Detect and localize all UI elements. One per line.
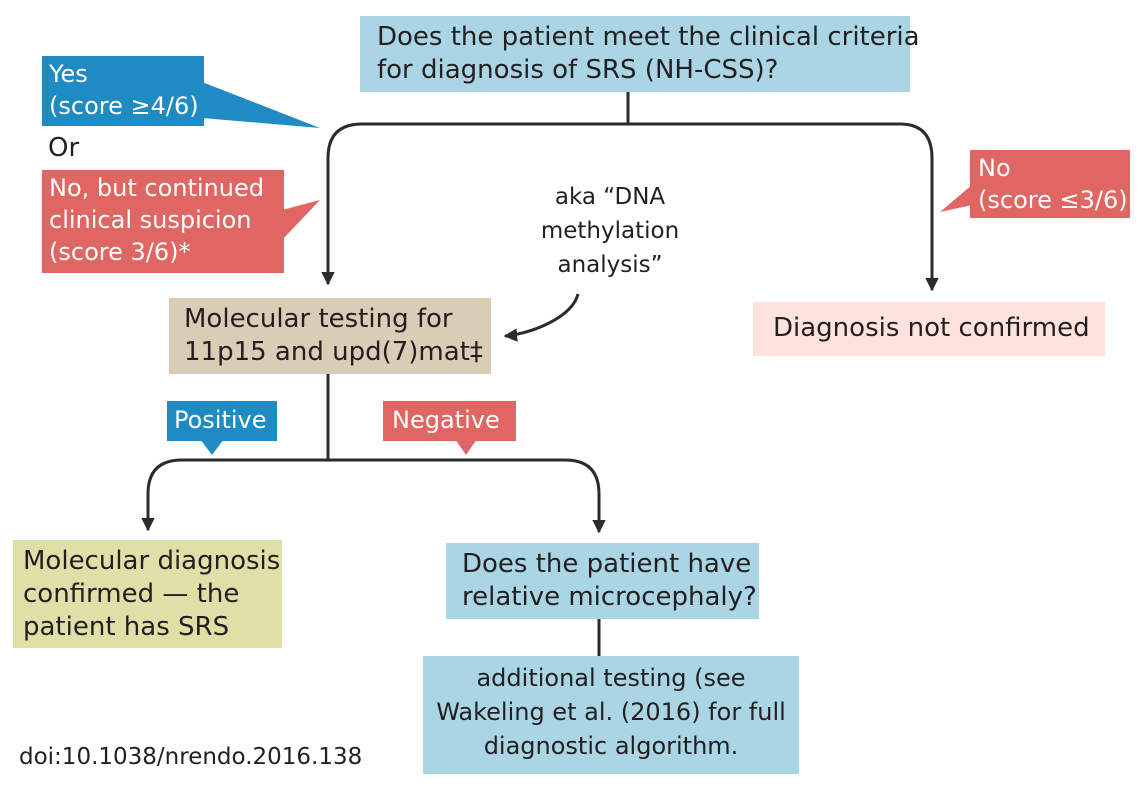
molecular-testing-box: Molecular testing for 11p15 and upd(7)ma… xyxy=(169,298,491,374)
microcephaly-question-line2: relative microcephaly? xyxy=(462,582,757,612)
positive-branch-arrow xyxy=(141,458,328,532)
molecular-diagnosis-confirmed-box: Molecular diagnosis confirmed — the pati… xyxy=(13,540,282,648)
or-label: Or xyxy=(48,133,80,163)
clinical-criteria-question-box: Does the patient meet the clinical crite… xyxy=(360,16,920,92)
additional-testing-box: additional testing (see Wakeling et al. … xyxy=(423,656,799,774)
aka-note-line3: analysis” xyxy=(557,252,663,278)
microcephaly-question-line1: Does the patient have xyxy=(462,549,752,579)
confirmed-line1: Molecular diagnosis xyxy=(23,546,281,576)
yes-tag: Yes (score ≥4/6) xyxy=(42,56,204,126)
no-tag: No (score ≤3/6) xyxy=(970,150,1130,218)
positive-tag-text: Positive xyxy=(174,406,267,434)
diagnosis-not-confirmed-text: Diagnosis not confirmed xyxy=(773,313,1090,343)
no-tag-line2: (score ≤3/6) xyxy=(978,186,1128,214)
additional-testing-line2: Wakeling et al. (2016) for full xyxy=(436,698,786,726)
no-but-tag-line3: (score 3/6)* xyxy=(49,238,191,266)
no-but-tag-line1: No, but continued xyxy=(49,174,264,202)
no-but-tag-pointer xyxy=(282,200,320,240)
negative-branch-arrow xyxy=(328,458,606,534)
microcephaly-question-box: Does the patient have relative microceph… xyxy=(446,543,759,619)
doi-citation: doi:10.1038/nrendo.2016.138 xyxy=(19,744,363,770)
aka-curved-arrow xyxy=(503,293,580,342)
yes-tag-line1: Yes xyxy=(49,60,88,88)
positive-tag-pointer xyxy=(200,439,224,455)
molecular-testing-line2: 11p15 and upd(7)mat‡ xyxy=(184,337,483,367)
clinical-criteria-question-line2: for diagnosis of SRS (NH-CSS)? xyxy=(377,55,779,85)
aka-methylation-note: aka “DNA methylation analysis” xyxy=(500,180,720,282)
additional-testing-line1: additional testing (see xyxy=(476,664,746,692)
aka-note-line1: aka “DNA xyxy=(554,184,666,210)
negative-tag-pointer xyxy=(455,439,477,455)
no-but-suspicion-tag: No, but continued clinical suspicion (sc… xyxy=(42,170,284,273)
no-but-tag-line2: clinical suspicion xyxy=(49,206,252,234)
molecular-testing-line1: Molecular testing for xyxy=(184,304,453,334)
aka-note-line2: methylation xyxy=(540,218,680,244)
confirmed-line2: confirmed — the xyxy=(23,579,240,609)
diagnosis-not-confirmed-box: Diagnosis not confirmed xyxy=(753,302,1105,356)
right-branch-arrow xyxy=(628,122,939,292)
left-branch-arrow xyxy=(321,122,628,286)
confirmed-line3: patient has SRS xyxy=(23,612,230,642)
negative-tag-text: Negative xyxy=(392,406,500,434)
yes-tag-line2: (score ≥4/6) xyxy=(49,92,199,120)
yes-tag-pointer xyxy=(202,82,320,128)
clinical-criteria-question-line1: Does the patient meet the clinical crite… xyxy=(377,22,920,52)
no-tag-line1: No xyxy=(978,154,1011,182)
additional-testing-line3: diagnostic algorithm. xyxy=(483,732,739,760)
no-tag-pointer xyxy=(940,185,972,212)
positive-tag: Positive xyxy=(167,401,277,441)
negative-tag: Negative xyxy=(383,401,516,441)
